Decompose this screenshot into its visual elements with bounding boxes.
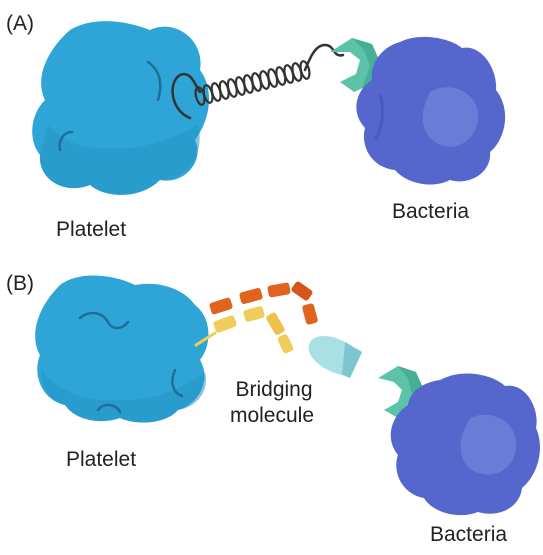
spring-link-icon [171,43,345,120]
platelet-a-label: Platelet [56,218,126,241]
platelet-b-icon [35,275,209,423]
platelet-a-shadow [39,125,200,195]
bacteria-b-label: Bacteria [430,523,507,546]
bridging-label-line1: Bridging [235,378,312,401]
panel-b: (B) Platelet Bridging molecule Bacteria [6,272,540,546]
bacteria-a-label: Bacteria [392,200,469,223]
bridging-label-line2: molecule [230,404,314,427]
bacteria-b-icon [390,373,540,516]
bacteria-a-icon [356,36,506,185]
panel-b-tag: (B) [6,272,34,295]
panel-a: (A) Platelet Bacteria [6,12,506,241]
spring-coil [299,60,311,80]
bridging-molecule-icon [194,281,362,378]
platelet-b-label: Platelet [66,448,136,471]
panel-a-tag: (A) [6,12,34,35]
